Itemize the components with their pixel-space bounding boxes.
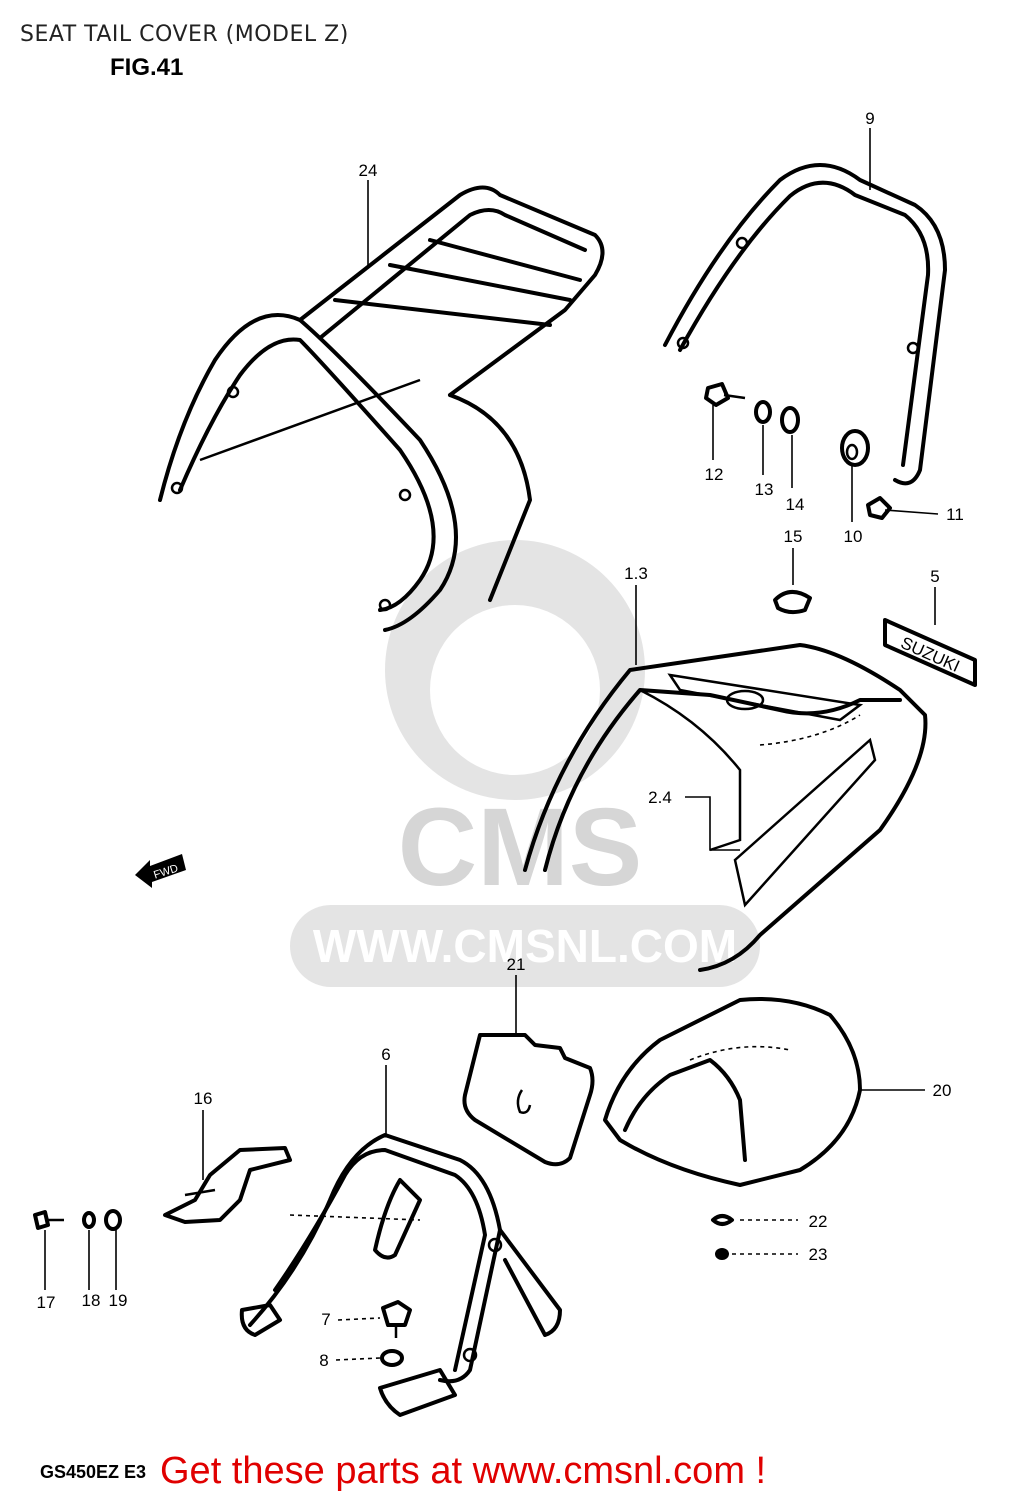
washer-part-14[interactable] [780,406,800,434]
emblem-part-5[interactable]: SUZUKI [883,618,977,687]
callout-17: 17 [37,1293,56,1312]
washer-part-18[interactable] [82,1211,96,1229]
cushion-part-10[interactable] [840,429,870,467]
washer-part-13[interactable] [754,400,772,424]
nut-part-23[interactable] [715,1248,729,1260]
washer-part-19[interactable] [104,1209,122,1231]
callout-2-4: 2.4 [648,788,672,807]
callout-6: 6 [381,1045,390,1064]
grab-rail-part-9[interactable] [663,163,947,486]
promo-link[interactable]: Get these parts at www.cmsnl.com ! [160,1450,767,1492]
callout-14: 14 [786,495,805,514]
page-title: SEAT TAIL COVER (MODEL Z) [20,22,349,47]
callout-22: 22 [809,1212,828,1231]
callout-9: 9 [865,109,874,128]
watermark: CMS WWW.CMSNL.COM [290,540,760,987]
seat-tail-cover-part-1-3[interactable] [523,643,928,972]
leader-lines [44,128,939,1361]
callout-8: 8 [319,1351,328,1370]
watermark-url: WWW.CMSNL.COM [313,920,737,972]
bolt-part-12[interactable] [704,382,746,407]
callout-12: 12 [705,465,724,484]
callout-23: 23 [809,1245,828,1264]
callout-numbers: 24 9 12 13 14 10 11 15 5 1.3 2.4 21 20 6… [37,109,964,1370]
callout-16: 16 [194,1089,213,1108]
plate-part-21[interactable] [462,1033,595,1167]
washer-part-22[interactable] [711,1214,734,1226]
callout-7: 7 [321,1310,330,1329]
callout-24: 24 [359,161,378,180]
figure-label: FIG.41 [110,54,184,81]
nut-part-11[interactable] [866,496,892,520]
washer-part-8[interactable] [380,1349,404,1367]
forward-direction-arrow: FWD [135,854,186,888]
callout-5: 5 [930,567,939,586]
bolt-part-17[interactable] [33,1210,64,1230]
callout-21: 21 [507,955,526,974]
callout-19: 19 [109,1291,128,1310]
bracket-part-6[interactable] [239,1133,562,1417]
callout-11: 11 [946,505,964,524]
watermark-logo: CMS [398,786,642,909]
callout-15: 15 [784,527,803,546]
rear-carrier-part-24[interactable] [158,185,605,632]
callout-13: 13 [755,480,774,499]
parts-diagram: CMS WWW.CMSNL.COM [33,109,977,1417]
tail-cover-part-20[interactable] [603,997,862,1187]
callout-10: 10 [844,527,863,546]
bolt-part-7[interactable] [381,1300,412,1338]
model-code: GS450EZ E3 [40,1462,147,1482]
grommet-part-15[interactable] [773,590,812,615]
lock-part-16[interactable] [163,1146,292,1224]
callout-20: 20 [933,1081,952,1100]
callout-18: 18 [82,1291,101,1310]
callout-1-3: 1.3 [624,564,648,583]
